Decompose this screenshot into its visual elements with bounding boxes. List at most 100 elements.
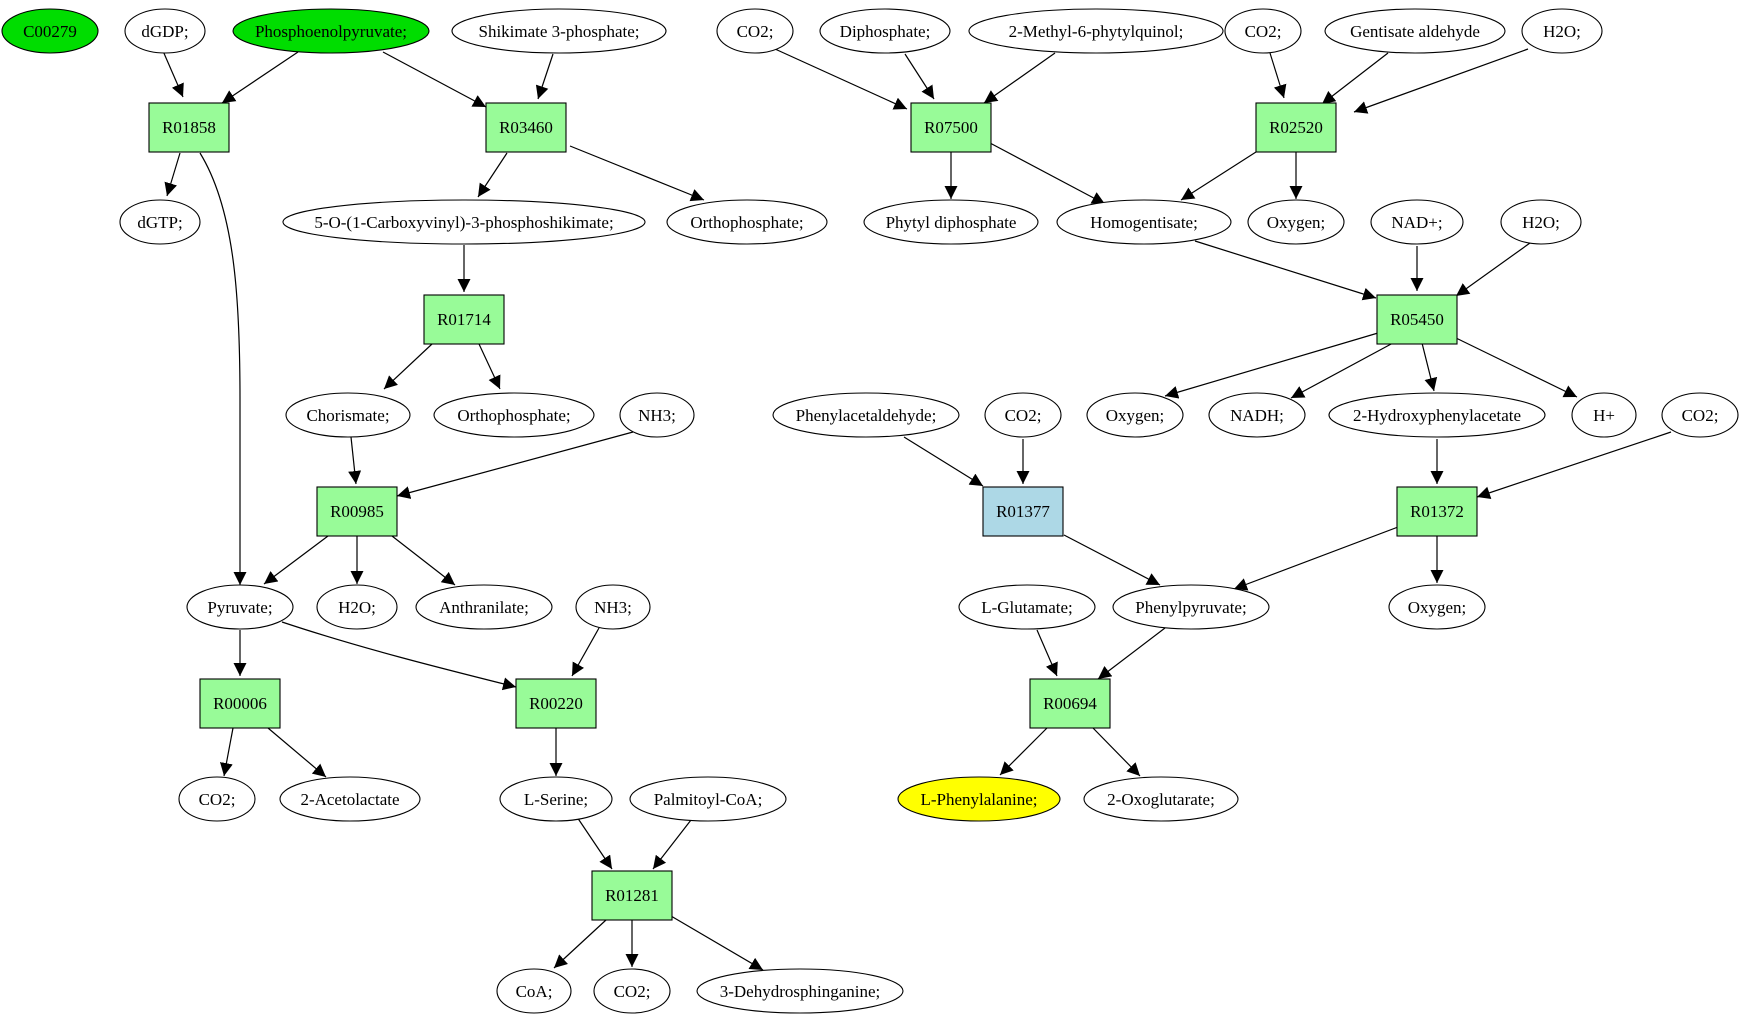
node-nadh[interactable]: NADH; (1208, 392, 1306, 438)
node-nad[interactable]: NAD+; (1370, 199, 1464, 245)
edge-r00006-co2e (220, 727, 234, 777)
node-co2-c[interactable]: CO2; (984, 392, 1062, 438)
reaction-r05450[interactable]: R05450 (1376, 294, 1458, 345)
node-nh3-b[interactable]: NH3; (575, 584, 651, 630)
node-h2o-a[interactable]: H2O; (1521, 8, 1603, 54)
node-dgdp[interactable]: dGDP; (124, 8, 206, 54)
edge-h2oa-r02520 (1353, 48, 1529, 114)
reaction-r01372[interactable]: R01372 (1396, 486, 1478, 537)
edge-r01377-phenylpyruvate (1063, 534, 1161, 586)
edge-pyruvate-r00220 (281, 621, 517, 691)
node-gentisate-aldehyde-label: Gentisate aldehyde (1350, 22, 1480, 41)
node-pyruvate[interactable]: Pyruvate; (186, 584, 294, 630)
node-co2-b[interactable]: CO2; (1224, 8, 1302, 54)
node-co2-f[interactable]: CO2; (593, 968, 671, 1014)
edge-r05450-hplus (1455, 337, 1578, 398)
edge-r05450-nadh (1290, 342, 1394, 399)
node-dgtp-label: dGTP; (137, 213, 182, 232)
reaction-r00220[interactable]: R00220 (515, 678, 597, 729)
node-gentisate-aldehyde[interactable]: Gentisate aldehyde (1324, 8, 1506, 54)
node-dgtp[interactable]: dGTP; (119, 199, 201, 245)
edge-r05450-hydroxyphenylacetate (1421, 342, 1438, 392)
node-nh3-a[interactable]: NH3; (619, 392, 695, 438)
node-acetolactate-label: 2-Acetolactate (300, 790, 399, 809)
reaction-r01377-label: R01377 (996, 502, 1050, 521)
node-phosphoenolpyruvate[interactable]: Phosphoenolpyruvate; (232, 8, 430, 54)
node-co2-a[interactable]: CO2; (716, 8, 794, 54)
node-chorismate[interactable]: Chorismate; (285, 392, 411, 438)
edge-co2a-r07500 (774, 48, 908, 110)
reaction-r01281[interactable]: R01281 (591, 870, 673, 921)
node-phosphoenolpyruvate-label: Phosphoenolpyruvate; (255, 22, 407, 41)
node-phytyl-diphosphate[interactable]: Phytyl diphosphate (863, 199, 1039, 245)
node-coa[interactable]: CoA; (496, 968, 572, 1014)
reaction-r01858[interactable]: R01858 (148, 102, 230, 153)
node-methylphytylquinol[interactable]: 2-Methyl-6-phytylquinol; (968, 8, 1224, 54)
node-hydroxyphenylacetate[interactable]: 2-Hydroxyphenylacetate (1328, 392, 1546, 438)
node-l-phenylalanine-label: L-Phenylalanine; (920, 790, 1037, 809)
edge-r01281-coa (553, 919, 607, 969)
edge-dgdp-r01858 (162, 50, 184, 98)
node-h2o-c[interactable]: H2O; (316, 584, 398, 630)
edge-r01858-dgtp (164, 152, 181, 197)
node-shikimate-3-phosphate[interactable]: Shikimate 3-phosphate; (451, 8, 667, 54)
reaction-r05450-label: R05450 (1390, 310, 1444, 329)
node-co2-d-label: CO2; (1682, 406, 1719, 425)
reaction-r07500[interactable]: R07500 (910, 102, 992, 153)
node-hplus-label: H+ (1593, 406, 1615, 425)
node-phenylacetaldehyde[interactable]: Phenylacetaldehyde; (772, 392, 960, 438)
node-orthophosphate-a[interactable]: Orthophosphate; (666, 199, 828, 245)
node-c00279[interactable]: C00279 (1, 8, 99, 54)
reaction-nodes: R01858 R03460 R07500 R02520 R01714 R0545… (148, 102, 1478, 921)
node-homogentisate[interactable]: Homogentisate; (1056, 199, 1232, 245)
reaction-r02520[interactable]: R02520 (1255, 102, 1337, 153)
edge-co2d-r01372 (1476, 431, 1672, 500)
node-oxygen-b[interactable]: Oxygen; (1086, 392, 1184, 438)
edge-r02520-homogentisate (1180, 151, 1257, 201)
node-phenylpyruvate[interactable]: Phenylpyruvate; (1112, 584, 1270, 630)
node-diphosphate[interactable]: Diphosphate; (819, 8, 951, 54)
reaction-r00006[interactable]: R00006 (199, 678, 281, 729)
edge-lglutamate-r00694 (1036, 629, 1058, 677)
reaction-r00694[interactable]: R00694 (1029, 678, 1111, 729)
node-dgdp-label: dGDP; (141, 22, 188, 41)
node-h2o-b-label: H2O; (1522, 213, 1560, 232)
node-co2-e-label: CO2; (199, 790, 236, 809)
reaction-r01377[interactable]: R01377 (982, 486, 1064, 537)
node-carboxyvinyl-phosphoshikimate[interactable]: 5-O-(1-Carboxyvinyl)-3-phosphoshikimate; (282, 199, 646, 245)
node-co2-e[interactable]: CO2; (178, 776, 256, 822)
edge-phenylpyruvate-r00694 (1097, 627, 1166, 680)
reaction-r07500-label: R07500 (924, 118, 978, 137)
node-anthranilate[interactable]: Anthranilate; (415, 584, 553, 630)
compound-nodes: C00279 dGDP; Phosphoenolpyruvate; Shikim… (1, 8, 1739, 1014)
edge-phenylacetaldehyde-r01377 (903, 436, 984, 487)
node-oxygen-a-label: Oxygen; (1267, 213, 1326, 232)
node-l-serine[interactable]: L-Serine; (499, 776, 613, 822)
reaction-r02520-label: R02520 (1269, 118, 1323, 137)
edge-co2b-r02520 (1269, 52, 1287, 99)
node-palmitoyl-coa[interactable]: Palmitoyl-CoA; (629, 776, 787, 822)
node-hplus[interactable]: H+ (1571, 392, 1637, 438)
reaction-r03460[interactable]: R03460 (485, 102, 567, 153)
reaction-r00985[interactable]: R00985 (316, 486, 398, 537)
node-chorismate-label: Chorismate; (306, 406, 389, 425)
node-palmitoyl-coa-label: Palmitoyl-CoA; (654, 790, 763, 809)
node-h2o-b[interactable]: H2O; (1500, 199, 1582, 245)
node-dehydrosphinganine[interactable]: 3-Dehydrosphinganine; (696, 968, 904, 1014)
node-co2-f-label: CO2; (614, 982, 651, 1001)
node-co2-d[interactable]: CO2; (1661, 392, 1739, 438)
edge-diphosphate-r07500 (904, 53, 935, 100)
edge-chorismate-r00985 (348, 436, 362, 485)
reaction-r01858-label: R01858 (162, 118, 216, 137)
node-l-phenylalanine[interactable]: L-Phenylalanine; (897, 776, 1061, 822)
node-oxygen-a[interactable]: Oxygen; (1247, 199, 1345, 245)
node-phytyl-diphosphate-label: Phytyl diphosphate (886, 213, 1017, 232)
node-nh3-b-label: NH3; (594, 598, 632, 617)
edge-lserine-r01281 (576, 816, 613, 870)
reaction-r01714[interactable]: R01714 (423, 294, 505, 345)
node-oxoglutarate[interactable]: 2-Oxoglutarate; (1083, 776, 1239, 822)
node-l-glutamate[interactable]: L-Glutamate; (958, 584, 1096, 630)
node-acetolactate[interactable]: 2-Acetolactate (279, 776, 421, 822)
node-orthophosphate-b[interactable]: Orthophosphate; (433, 392, 595, 438)
node-oxygen-c[interactable]: Oxygen; (1388, 584, 1486, 630)
